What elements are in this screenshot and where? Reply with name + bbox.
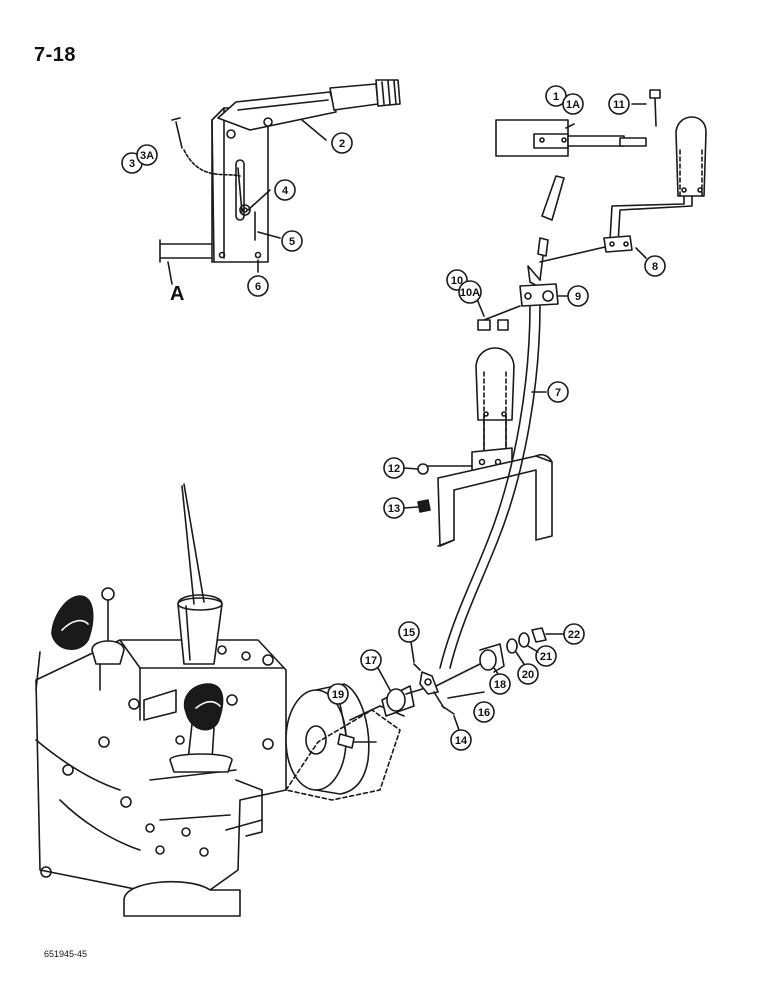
callout-22: 22	[568, 629, 580, 641]
callout-12: 12	[388, 463, 400, 475]
callout-3a: 3A	[140, 150, 154, 162]
callout-5: 5	[289, 236, 295, 248]
callout-5-circle	[281, 230, 303, 252]
callout-16-circle	[473, 701, 495, 723]
callout-15: 15	[403, 627, 415, 639]
callout-11: 11	[613, 99, 625, 111]
figure-code: 651945-45	[44, 949, 88, 959]
callout-1: 1	[553, 91, 559, 103]
callout-20-circle	[517, 663, 539, 685]
callouts: 1 1A 2 3 3A 4 5 6 7 8	[121, 85, 666, 751]
callout-8-circle	[644, 255, 666, 277]
callout-2-circle	[331, 132, 353, 154]
callout-4-circle	[274, 179, 296, 201]
callout-3: 3	[129, 158, 135, 170]
callout-8: 8	[652, 261, 658, 273]
callout-14: 14	[455, 735, 468, 747]
cable-bracket-linkage	[423, 89, 707, 669]
brake-lever-assembly	[159, 79, 401, 285]
callout-21-circle	[535, 645, 557, 667]
callout-1a-circle	[562, 93, 584, 115]
callout-13: 13	[388, 503, 400, 515]
page-number: 7-18	[34, 44, 77, 66]
callout-6-circle	[247, 275, 269, 297]
callout-10a: 10A	[460, 287, 480, 299]
callout-21: 21	[540, 651, 552, 663]
callout-10: 10	[451, 275, 463, 287]
callout-16: 16	[478, 707, 490, 719]
callout-17-circle	[360, 649, 382, 671]
callout-7-circle	[547, 381, 569, 403]
callout-3a-circle	[136, 144, 158, 166]
callout-18-circle	[489, 673, 511, 695]
callout-7: 7	[555, 387, 561, 399]
callout-20: 20	[522, 669, 534, 681]
callout-19: 19	[332, 689, 344, 701]
callout-15-circle	[398, 621, 420, 643]
callout-10a-circle	[458, 280, 482, 304]
callout-1a: 1A	[566, 99, 580, 111]
callout-4: 4	[282, 185, 289, 197]
callout-9: 9	[575, 291, 581, 303]
callout-11-circle	[608, 93, 630, 115]
callout-19-circle	[327, 683, 349, 705]
callout-9-circle	[567, 285, 589, 307]
callout-14-circle	[450, 729, 472, 751]
view-label-a: A	[170, 283, 184, 305]
callout-18: 18	[494, 679, 506, 691]
callout-2: 2	[339, 138, 345, 150]
transmission-housing	[35, 483, 287, 917]
callout-6: 6	[255, 281, 261, 293]
brake-drum-hardware	[285, 627, 547, 801]
callout-17: 17	[365, 655, 377, 667]
